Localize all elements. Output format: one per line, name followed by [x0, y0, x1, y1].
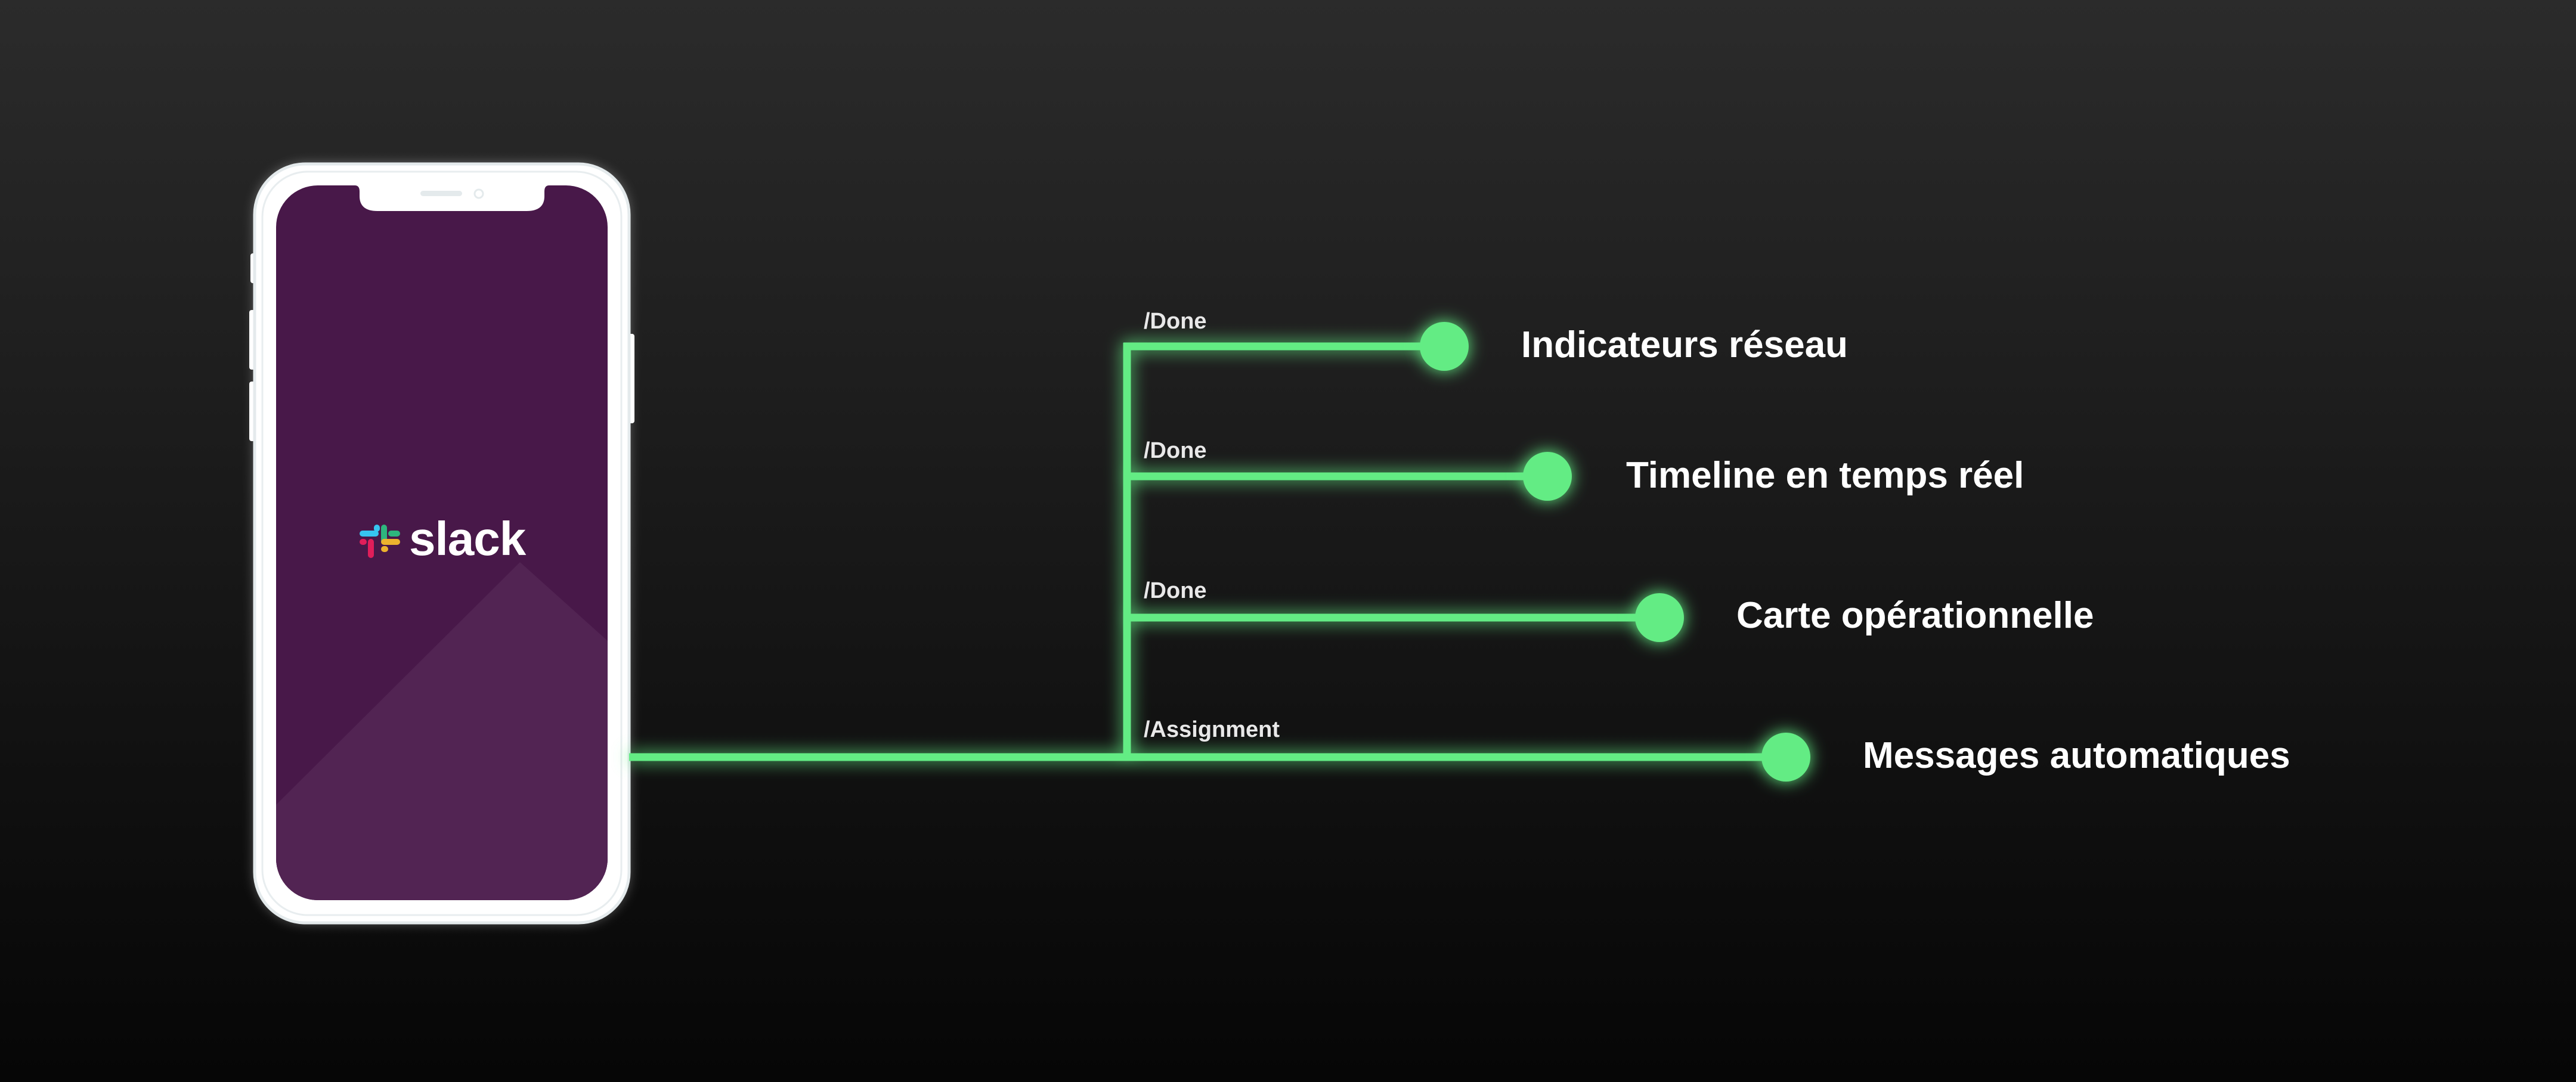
branch-tag-3: /Done — [1144, 578, 1207, 603]
branch-title-2: Timeline en temps réel — [1626, 455, 2024, 496]
node-dot-4 — [1761, 733, 1810, 782]
node-dot-2 — [1523, 452, 1572, 501]
branch-tag-4: /Assignment — [1144, 717, 1280, 742]
camera-icon — [473, 188, 484, 199]
phone-screen — [276, 185, 608, 900]
branch-tag-1: /Done — [1144, 309, 1207, 334]
slack-wordmark: slack — [409, 512, 526, 565]
branch-title-3: Carte opérationnelle — [1736, 595, 2094, 636]
connector-lines — [629, 342, 1786, 761]
branch-title-4: Messages automatiques — [1863, 735, 2290, 776]
phone-notch — [349, 185, 555, 211]
branch-title-1: Indicateurs réseau — [1521, 324, 1848, 365]
phone-mockup — [249, 162, 634, 925]
branch-tag-2: /Done — [1144, 438, 1207, 463]
speaker-icon — [420, 191, 462, 196]
node-dot-3 — [1635, 593, 1684, 642]
node-dot-1 — [1420, 322, 1469, 371]
slack-logo-icon — [360, 525, 400, 558]
